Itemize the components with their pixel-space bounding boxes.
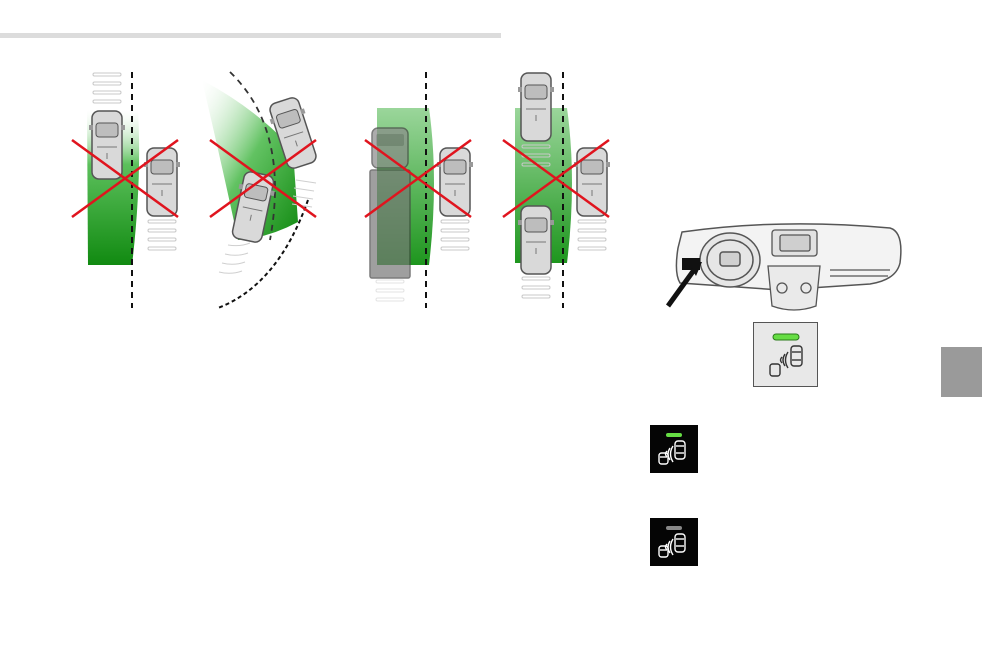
red-cross-icon: [209, 138, 317, 219]
red-cross-icon: [502, 138, 610, 219]
chapter-tab[interactable]: [941, 347, 982, 397]
blind-spot-indicator-off-icon: [650, 518, 698, 566]
pointer-arrow-icon: [670, 262, 702, 306]
scenario-two-lanes-figure: [502, 72, 611, 308]
dashboard-figure: [665, 223, 902, 311]
red-cross-icon: [364, 138, 472, 219]
detection-zone: [202, 80, 298, 240]
red-cross-icon: [71, 138, 179, 219]
leading-car-icon: [517, 72, 555, 142]
ghost-trail-icon: [375, 279, 405, 302]
steering-wheel-icon: [699, 232, 761, 288]
blind-spot-indicator-on-icon: [650, 425, 698, 473]
scenario-curve-figure: [202, 71, 322, 309]
button-detail-figure: [753, 322, 818, 387]
scenario-overtaking-car-figure: [71, 72, 181, 308]
top-rule: [0, 33, 501, 38]
following-car-icon: [517, 205, 555, 275]
ghost-trail-icon: [440, 219, 470, 251]
center-console: [767, 229, 890, 311]
scenario-truck-figure: [364, 72, 474, 308]
lane-line: [217, 199, 309, 309]
blind-spot-icon: [769, 345, 803, 377]
ghost-trail-icon: [577, 219, 607, 251]
ghost-trail-icon: [92, 72, 122, 104]
truck-icon: [369, 127, 411, 279]
ghost-trail-icon: [521, 276, 551, 299]
lane-line: [229, 71, 276, 241]
indicator-lamp: [772, 333, 800, 341]
overtaking-car-icon: [88, 110, 126, 180]
ghost-trail-icon: [147, 219, 177, 251]
